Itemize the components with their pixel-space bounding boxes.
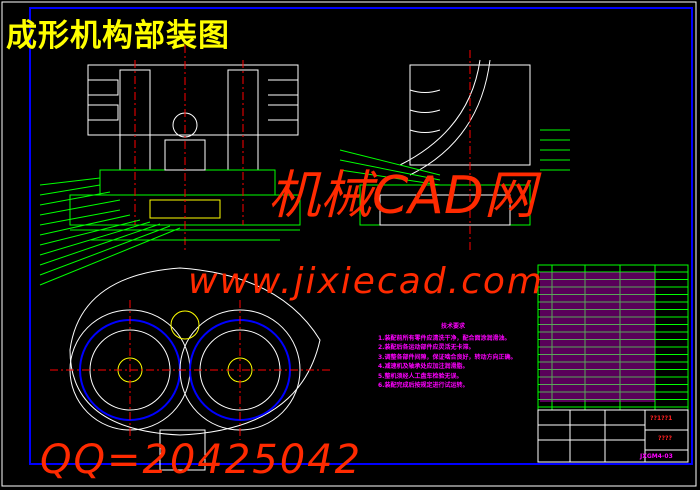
title-block-code1: ??1??1 — [650, 415, 673, 422]
note-item: 3.调整各部件间隙，保证啮合良好，转动方向正确。 — [378, 353, 517, 361]
note-item: 5.整机须经人工盘车检验无误。 — [378, 372, 463, 380]
notes-heading: 技术要求 — [440, 323, 465, 330]
note-item: 4.减速机及轴承处应加注润滑脂。 — [378, 363, 469, 370]
title-block — [537, 409, 689, 463]
note-item: 1.装配前所有零件应清洗干净，配合面涂润滑油。 — [378, 334, 511, 342]
drawing-title: 成形机构部装图 — [6, 18, 230, 54]
drawing-number: JXGM4-03 — [640, 453, 673, 460]
title-block-code2: ???? — [658, 435, 672, 442]
side-view — [339, 50, 570, 250]
note-item: 6.装配完成后按规定进行试运转。 — [378, 382, 469, 389]
note-item: 2.装配后各运动部件应灵活无卡滞。 — [378, 344, 475, 351]
technical-notes: 技术要求 1.装配前所有零件应清洗干净，配合面涂润滑油。 2.装配后各运动部件应… — [378, 322, 528, 391]
watermark-site-name: 机械CAD网 — [268, 166, 536, 226]
parts-list — [537, 264, 689, 411]
top-view — [50, 267, 330, 471]
front-view — [39, 45, 301, 286]
watermark-url: www.jixiecad.com — [188, 261, 544, 302]
inner-frame — [29, 7, 693, 465]
watermark-qq: QQ=20425042 — [40, 437, 363, 483]
